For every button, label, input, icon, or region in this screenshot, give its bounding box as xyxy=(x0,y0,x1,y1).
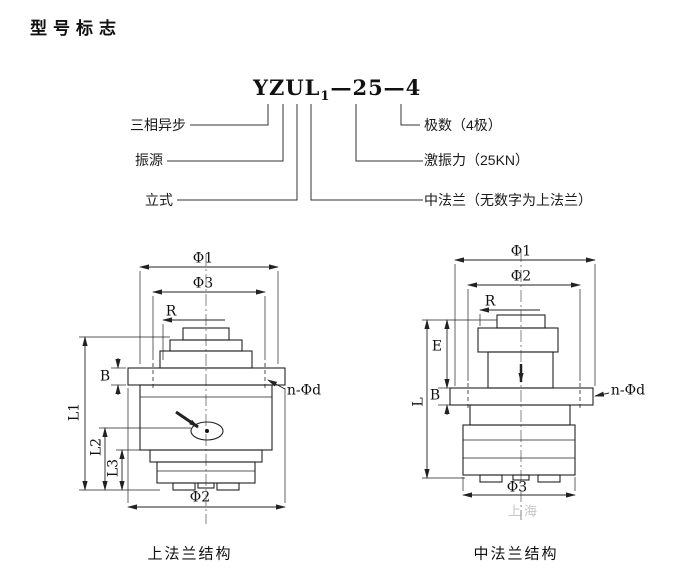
left-drawing-outline xyxy=(127,254,286,524)
left-dim-label-nphid: n-Φd xyxy=(286,382,322,399)
left-upper-cover-step xyxy=(169,339,243,352)
label-three-phase-async: 三相异步 xyxy=(130,117,186,133)
left-bottom-cover xyxy=(156,461,256,484)
page-title: 型号标志 xyxy=(30,19,122,38)
right-dim-label-r: R xyxy=(484,293,496,310)
left-dim-label-l1: L1 xyxy=(66,402,83,422)
left-nphid-leader xyxy=(267,379,286,390)
left-dim-label-phi3: Φ3 xyxy=(192,275,214,292)
label-middle-flange: 中法兰（无数字为上法兰） xyxy=(424,192,592,208)
right-dim-label-e: E xyxy=(431,338,443,355)
right-dim-r xyxy=(479,307,540,326)
model-code-subscript: 1 xyxy=(320,89,331,105)
connector-pole-count xyxy=(400,104,420,126)
right-bottom-lug-2 xyxy=(537,474,561,483)
model-connector-lines xyxy=(167,104,423,201)
left-upper-cover xyxy=(159,350,253,369)
connector-vertical-type xyxy=(177,104,298,201)
left-motor-body xyxy=(139,384,273,451)
left-dim-label-l2: L2 xyxy=(88,437,105,457)
model-code-prefix: YZUL xyxy=(253,75,321,100)
connector-exciting-force xyxy=(355,104,423,162)
right-upper-cover xyxy=(477,327,559,353)
right-upper-body xyxy=(487,351,554,389)
right-dim-label-phi3: Φ3 xyxy=(506,479,528,496)
left-dim-b xyxy=(111,358,126,395)
left-dim-r xyxy=(162,317,225,360)
right-dim-label-l: L xyxy=(410,397,427,407)
label-vertical-type: 立式 xyxy=(145,192,173,208)
right-bottom-lug-1 xyxy=(479,474,503,483)
right-drawing-caption: 中法兰结构 xyxy=(473,545,559,563)
left-bottom-lug-2 xyxy=(216,482,240,491)
left-bold-arrow xyxy=(175,410,199,429)
left-dim-label-phi1: Φ1 xyxy=(192,250,214,267)
left-shaft-stub xyxy=(197,482,215,489)
right-nphid-leader xyxy=(594,391,610,397)
right-dim-label-b: B xyxy=(429,387,441,404)
left-dim-l1 xyxy=(79,336,170,491)
right-bottom-cover xyxy=(462,424,576,476)
right-dim-label-phi2: Φ2 xyxy=(510,268,532,285)
label-pole-count: 极数（4极） xyxy=(424,117,502,133)
right-dim-label-phi1: Φ1 xyxy=(510,243,532,260)
right-drawing-dimensions xyxy=(422,257,610,498)
model-code: YZUL1—25—4 xyxy=(253,75,421,104)
watermark: 上海 xyxy=(507,503,541,519)
label-exciting-force: 激振力（25KN） xyxy=(424,152,530,168)
left-weight-center-dot xyxy=(205,429,209,433)
right-lower-body xyxy=(469,404,571,426)
left-top-cap xyxy=(182,327,230,341)
left-drawing-caption: 上法兰结构 xyxy=(147,545,233,563)
left-dim-label-l3: L3 xyxy=(105,458,122,478)
left-upper-flange xyxy=(127,367,286,386)
left-dim-label-phi2: Φ2 xyxy=(189,489,211,506)
model-code-suffix: —25—4 xyxy=(330,75,422,100)
right-dim-b xyxy=(438,404,452,415)
label-vibration-source: 振源 xyxy=(135,152,163,168)
connector-middle-flange xyxy=(310,104,423,201)
left-dim-label-b: B xyxy=(99,368,111,385)
right-middle-flange xyxy=(449,387,594,406)
left-dim-phi3 xyxy=(152,289,266,360)
right-top-cap xyxy=(496,314,546,329)
left-dim-label-r: R xyxy=(165,303,177,320)
right-dim-label-nphid: n-Φd xyxy=(610,382,646,399)
left-lower-step xyxy=(149,449,263,463)
connector-three-phase xyxy=(190,104,269,126)
left-eccentric-weight xyxy=(190,421,224,441)
